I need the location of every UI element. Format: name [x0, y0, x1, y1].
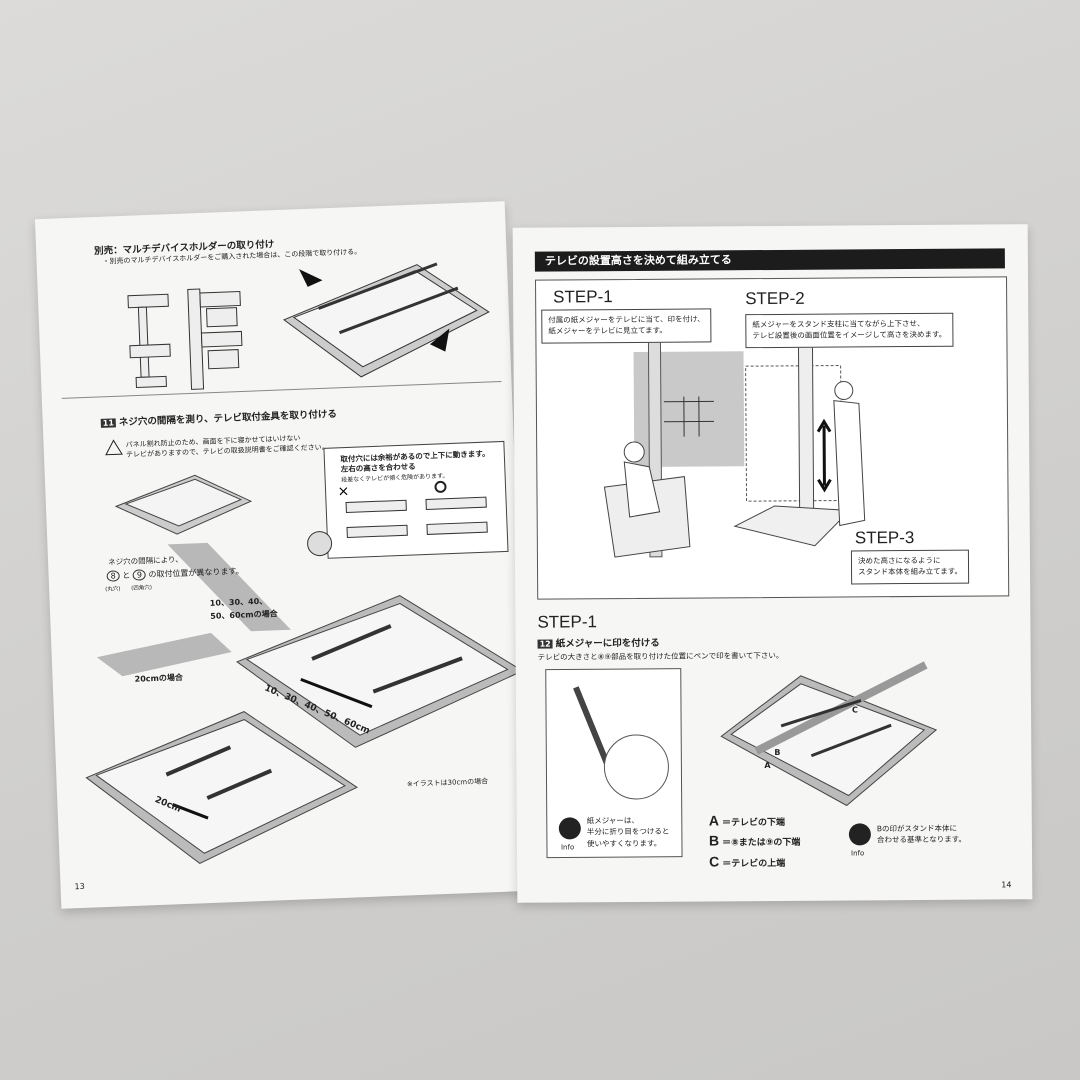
step3-callout: 決めた高さになるように スタンド本体を組み立てます。 — [850, 549, 970, 585]
step3-text2: スタンド本体を組み立てます。 — [858, 566, 962, 577]
info-icon — [558, 817, 581, 840]
page-number-13: 13 — [74, 881, 85, 892]
height-illustration — [545, 335, 938, 859]
legend-item-c: C＝テレビの上端 — [709, 852, 786, 870]
sub-step-label: STEP-1 — [537, 612, 597, 632]
sub-title-text: 紙メジャーに印を付ける — [555, 637, 660, 650]
info-label-1: Info — [560, 843, 575, 852]
sub-step-desc: テレビの大きさと⑧⑨部品を取り付けた位置にペンで印を書いて下さい。 — [537, 650, 784, 662]
page-number-14: 14 — [1001, 880, 1012, 890]
step-number-12: 12 — [537, 639, 553, 649]
holder-illustrations: × — [61, 262, 524, 865]
step3-label: STEP-3 — [854, 528, 915, 548]
part-8-label: 8 — [106, 570, 120, 582]
info1-text3: 使いやすくなります。 — [586, 838, 662, 848]
step2-text2: テレビ設置後の画面位置をイメージして高さを決めます。 — [752, 329, 947, 341]
legend: A＝テレビの下端 B＝⑧または⑨の下端 C＝テレビの上端 — [709, 810, 801, 872]
mark-a: A — [764, 761, 771, 771]
step-number-11: 11 — [100, 418, 117, 428]
mark-c: C — [851, 705, 858, 715]
square-hole-label: (四角穴) — [131, 585, 153, 592]
case-a-line1: 10、30、40、 — [209, 596, 268, 608]
mark-b: B — [774, 747, 781, 757]
legend-item-a: A＝テレビの下端 — [708, 812, 785, 829]
step1-label: STEP-1 — [553, 287, 613, 307]
step3-text1: 決めた高さになるように — [857, 555, 941, 566]
info-icon-2 — [848, 823, 871, 846]
step1-text1: 付属の紙メジャーをテレビに当て、印を付け、 — [548, 314, 705, 325]
step1-text2: 紙メジャーをテレビに見立てます。 — [548, 325, 667, 336]
info2-text2: 合わせる基準となります。 — [876, 834, 966, 845]
right-page: テレビの設置高さを決めて組み立てる STEP-1 付属の紙メジャーをテレビに当て… — [512, 224, 1033, 903]
svg-text:×: × — [337, 483, 349, 499]
info2-text: Bの印がスタンド本体に 合わせる基準となります。 — [877, 823, 966, 846]
step2-label: STEP-2 — [745, 288, 805, 309]
case-b-label: 20cmの場合 — [134, 672, 184, 684]
part-9-label: 9 — [132, 569, 147, 581]
round-hole-label: (丸穴) — [105, 586, 121, 593]
info2-text1: Bの印がスタンド本体に — [876, 823, 958, 834]
step1-callout: 付属の紙メジャーをテレビに当て、印を付け、 紙メジャーをテレビに見立てます。 — [541, 308, 712, 344]
legend-item-b: B＝⑧または⑨の下端 — [708, 832, 801, 849]
step2-callout: 紙メジャーをスタンド支柱に当てながら上下させ、 テレビ設置後の画面位置をイメージ… — [745, 312, 954, 348]
info1-text2: 半分に折り目をつけると — [586, 826, 670, 837]
and-text: と — [122, 570, 131, 581]
info1-text1: 紙メジャーは、 — [586, 815, 639, 826]
info1-text: 紙メジャーは、 半分に折り目をつけると 使いやすくなります。 — [587, 815, 670, 849]
info-label-2: Info — [850, 849, 865, 858]
left-page: 別売：マルチデバイスホルダーの取り付け ・別売のマルチデバイスホルダーをご購入さ… — [34, 201, 532, 909]
